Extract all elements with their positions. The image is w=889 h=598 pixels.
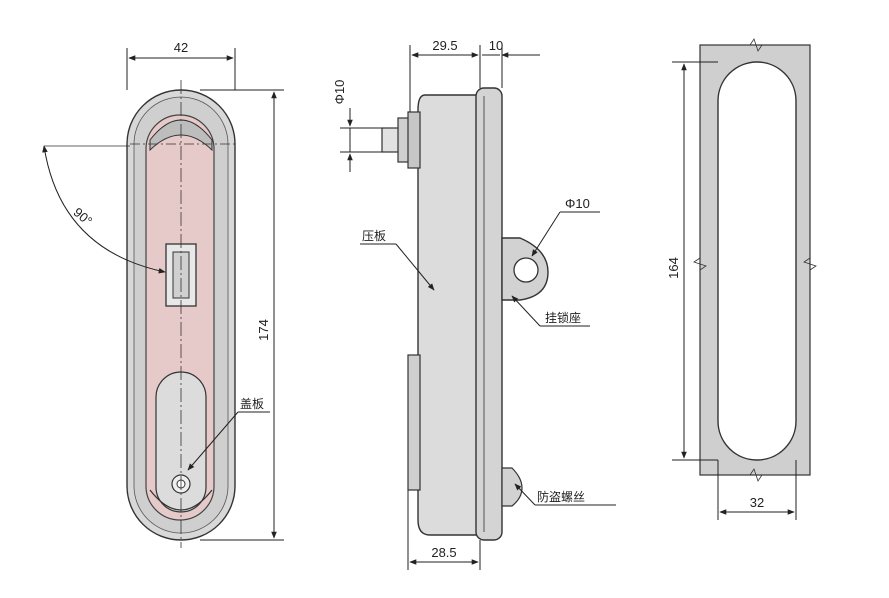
- cutout-height-dim: 164: [666, 257, 681, 279]
- side-flange: [475, 87, 503, 541]
- side-depth-bottom-dim: 28.5: [431, 545, 456, 560]
- callout-anti-theft-screw: 防盗螺丝: [537, 489, 585, 504]
- cutout-slot: [717, 61, 797, 461]
- side-lower-plate: [407, 354, 421, 491]
- anti-theft-screw-boss: [501, 467, 523, 507]
- callout-cover-plate: 盖板: [240, 397, 264, 411]
- cutout-view: 164 32: [666, 38, 817, 520]
- padlock-ring-hole: [513, 257, 539, 283]
- callout-press-plate: 压板: [362, 229, 386, 243]
- side-body: [417, 94, 481, 536]
- side-flange-dim: 10: [489, 38, 503, 53]
- side-depth-top-dim: 29.5: [432, 38, 457, 53]
- front-view: 42 174 90° 盖板: [42, 40, 284, 548]
- side-shaft-collar: [407, 111, 421, 169]
- front-width-dim: 42: [174, 40, 188, 55]
- front-height-dim: 174: [256, 319, 271, 341]
- shaft-diameter-dim: Φ10: [332, 80, 347, 105]
- ring-diameter-dim: Φ10: [565, 196, 590, 211]
- side-view: 29.5 10 Φ10 Φ10 压板 挂锁座 防盗螺丝 28.5: [332, 38, 616, 570]
- rotation-angle-label: 90°: [71, 204, 96, 228]
- callout-lock-seat: 挂锁座: [545, 310, 581, 325]
- cutout-width-dim: 32: [750, 495, 764, 510]
